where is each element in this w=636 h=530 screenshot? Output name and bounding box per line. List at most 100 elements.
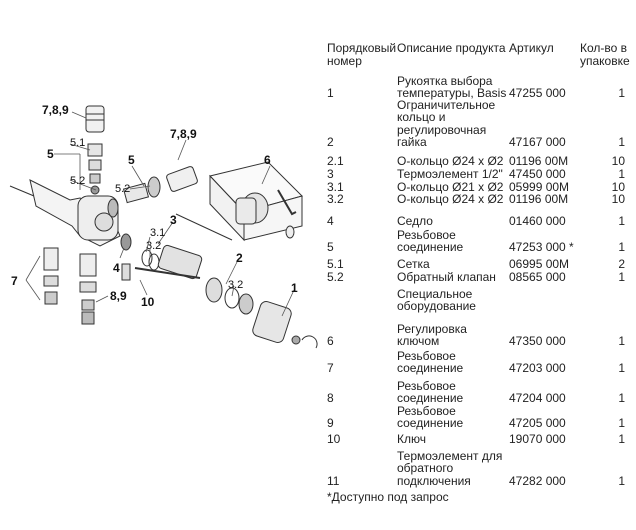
row-number: 6 [327, 334, 334, 349]
row-description-line: Резьбовое [397, 228, 456, 242]
row-article: 47450 000 [509, 167, 566, 181]
callout-3-2-right: 3.2 [228, 279, 243, 291]
row-article: 47167 000 [509, 135, 566, 150]
row-description-line: гайка [397, 135, 427, 150]
row-qty: 10 [611, 154, 625, 168]
callout-5-left: 5 [47, 147, 54, 161]
row-article: 47205 000 [509, 416, 566, 431]
row-article: 19070 000 [509, 432, 566, 446]
callout-2: 2 [236, 251, 243, 265]
row-description-line: кольцо и [397, 110, 446, 125]
row-description-line: Сетка [397, 257, 430, 271]
callout-5-1: 5.1 [70, 137, 85, 149]
mixer-body [9, 179, 121, 247]
header-num-line2: номер [327, 54, 362, 68]
row-article: 06995 00M [509, 257, 570, 271]
row-qty: 2 [618, 257, 625, 271]
header-article: Артикул [509, 41, 554, 55]
row-article: 01460 000 [509, 214, 566, 228]
callout-7-8-9-top: 7,8,9 [42, 103, 69, 117]
row-number: 5.1 [327, 257, 344, 271]
callout-7: 7 [11, 274, 18, 288]
row-qty: 10 [611, 180, 625, 194]
key-6-box [209, 161, 303, 242]
row-qty: 1 [618, 361, 625, 376]
header-num-line1: Порядковый [327, 41, 397, 55]
key-10 [121, 263, 201, 281]
row-number: 7 [327, 361, 334, 376]
temperature-handle-1 [252, 300, 318, 349]
row-description-line: соединение [397, 240, 464, 255]
callout-6: 6 [264, 153, 271, 167]
row-description-line: регулировочная [397, 122, 487, 137]
header-qty-line1: Кол-во в [580, 41, 628, 55]
row-number: 2.1 [327, 154, 344, 168]
fitting-7-group [43, 247, 97, 325]
row-article: 47282 000 [509, 473, 566, 488]
row-number: 5 [327, 240, 334, 255]
exploded-parts-diagram: 7,8,9 5 5.1 5.2 5 5.2 7,8,9 3 3.1 3.2 4 … [9, 103, 318, 349]
row-number: 11 [327, 473, 340, 488]
row-number: 3.2 [327, 192, 344, 206]
row-qty: 1 [618, 432, 625, 446]
callout-8-9: 8,9 [110, 289, 127, 303]
fitting-top-left [85, 105, 105, 195]
row-description-line: Обратный клапан [397, 270, 496, 284]
row-number: 2 [327, 135, 334, 150]
row-description-line: Ключ [397, 432, 426, 446]
row-number: 3 [327, 167, 334, 181]
callout-10: 10 [141, 295, 155, 309]
row-qty: 1 [618, 270, 625, 284]
limit-ring-2 [205, 277, 254, 315]
row-description-line: ключом [397, 334, 440, 349]
row-description-line: Резьбовое [397, 379, 456, 393]
row-number: 1 [327, 86, 334, 101]
row-qty: 1 [618, 135, 625, 150]
row-description-line: Термоэлемент для [397, 449, 503, 463]
row-description-line: Рукоятка выбора [397, 74, 493, 88]
row-description-line: Резьбовое [397, 349, 456, 363]
row-qty: 1 [618, 167, 625, 181]
row-qty: 10 [611, 192, 625, 206]
header-description: Описание продукта [397, 41, 506, 55]
callout-5-2-left: 5.2 [70, 175, 85, 187]
callout-3-1: 3.1 [150, 227, 165, 239]
row-qty: 1 [618, 214, 625, 228]
callout-5-mid: 5 [128, 153, 135, 167]
footnote: *Доступно под запрос [327, 490, 449, 504]
row-description-line: соединение [397, 391, 464, 406]
row-description-line: Резьбовое [397, 404, 456, 418]
row-qty: 1 [618, 240, 625, 255]
row-article: 47255 000 [509, 86, 566, 101]
row-description-line: соединение [397, 361, 464, 376]
row-qty: 1 [618, 391, 625, 406]
row-number: 9 [327, 416, 334, 431]
row-description-line: соединение [397, 416, 464, 431]
row-number: 10 [327, 432, 341, 446]
row-number: 8 [327, 391, 334, 406]
row-description-line: обратного [397, 461, 454, 476]
row-article: 47253 000 * [509, 240, 574, 255]
row-article: 47204 000 [509, 391, 566, 406]
row-description-line: Седло [397, 214, 433, 228]
callout-7-8-9-right: 7,8,9 [170, 127, 197, 141]
row-description-line: подключения [397, 473, 471, 488]
row-number: 4 [327, 214, 334, 228]
row-description-line: О-кольцо Ø21 x Ø2 [397, 180, 504, 194]
header-qty-line2: упаковке [580, 54, 630, 68]
row-article: 01196 00M [509, 192, 569, 206]
callout-1: 1 [291, 281, 298, 295]
row-qty: 1 [618, 473, 625, 488]
row-description-line: О-кольцо Ø24 x Ø2 [397, 192, 504, 206]
row-article: 08565 000 [509, 270, 566, 284]
row-number: 3.1 [327, 180, 344, 194]
row-description-line: О-кольцо Ø24 x Ø2 [397, 154, 504, 168]
callout-3-2-left: 3.2 [146, 240, 161, 252]
row-article: 01196 00M [509, 154, 569, 168]
row-qty: 1 [618, 86, 625, 101]
row-description-line: Регулировка [397, 322, 467, 336]
row-qty: 1 [618, 416, 625, 431]
row-description-line: Термоэлемент 1/2" [397, 167, 503, 181]
callout-3: 3 [170, 213, 177, 227]
row-article: 47203 000 [509, 361, 566, 376]
